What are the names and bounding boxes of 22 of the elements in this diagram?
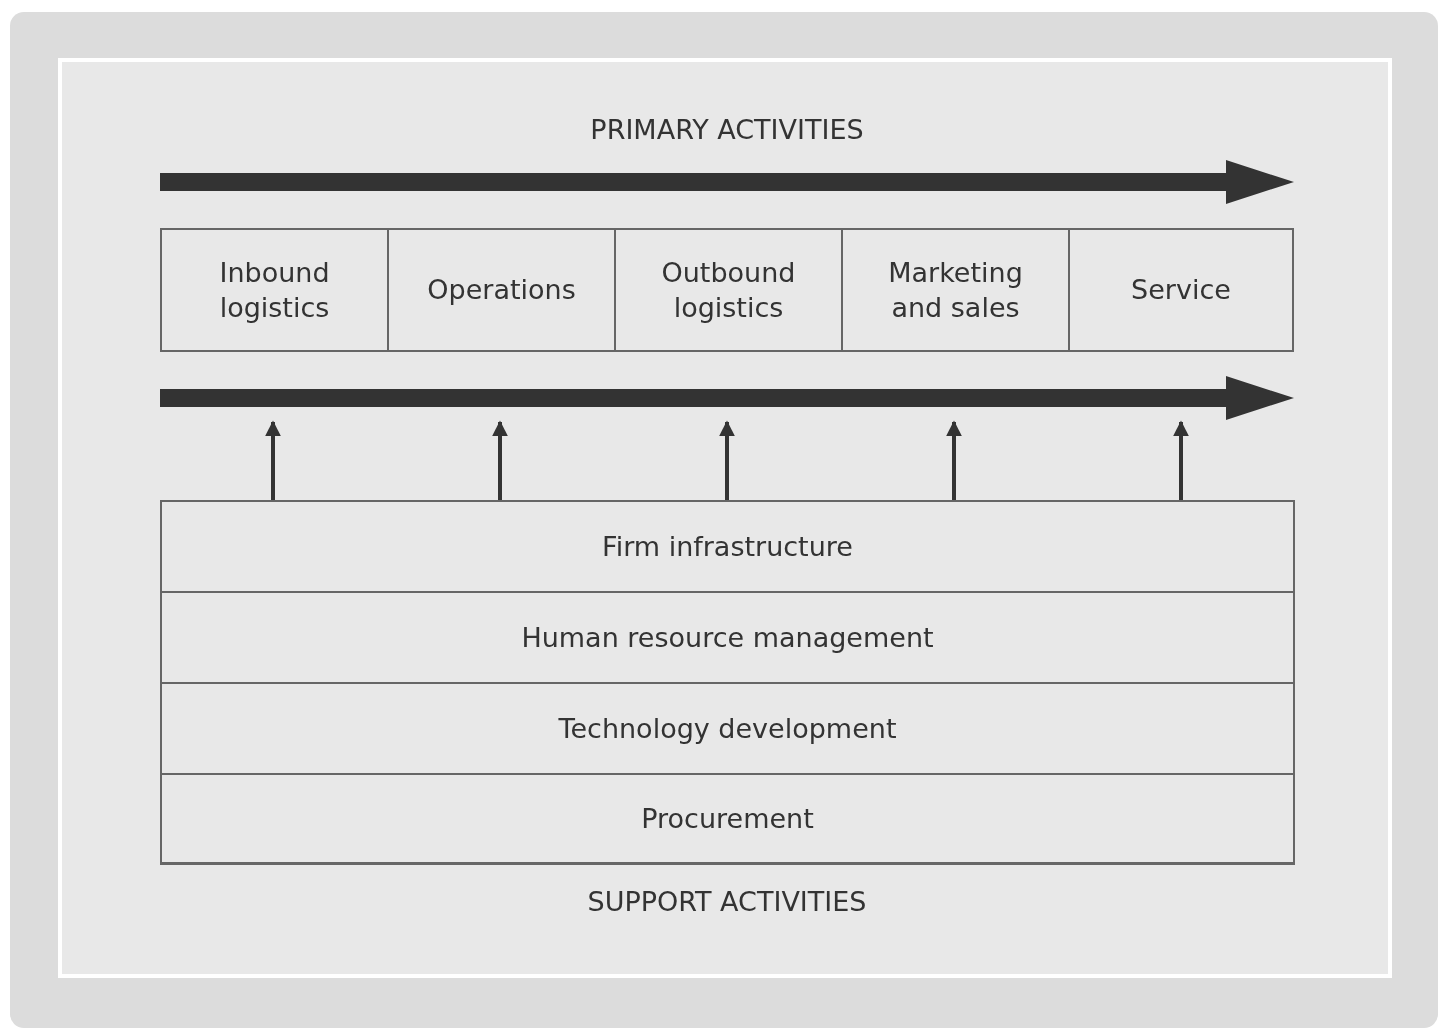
support-activities-block [160, 500, 1295, 864]
arrow [1173, 420, 1189, 500]
activity-label: Outbound logistics [660, 255, 797, 325]
activity-box [614, 228, 843, 352]
activity-label: Operations [427, 273, 576, 308]
arrow [946, 420, 962, 500]
activity-box [1068, 228, 1294, 352]
activity-box [841, 228, 1070, 352]
arrow [492, 420, 508, 500]
activity-label: Service [1131, 273, 1231, 308]
activity-label: Procurement [641, 802, 814, 837]
section-heading: PRIMARY ACTIVITIES [590, 114, 864, 145]
activity-box [160, 228, 389, 352]
activity-label: Firm infrastructure [602, 529, 853, 564]
activity-label: Human resource management [521, 620, 934, 655]
activity-box [387, 228, 616, 352]
arrow [265, 420, 281, 500]
activity-label: Marketing and sales [887, 255, 1024, 325]
activity-label: Technology development [558, 711, 897, 746]
section-heading: SUPPORT ACTIVITIES [587, 886, 867, 917]
activity-label: Inbound logistics [218, 255, 331, 325]
arrow [719, 420, 735, 500]
